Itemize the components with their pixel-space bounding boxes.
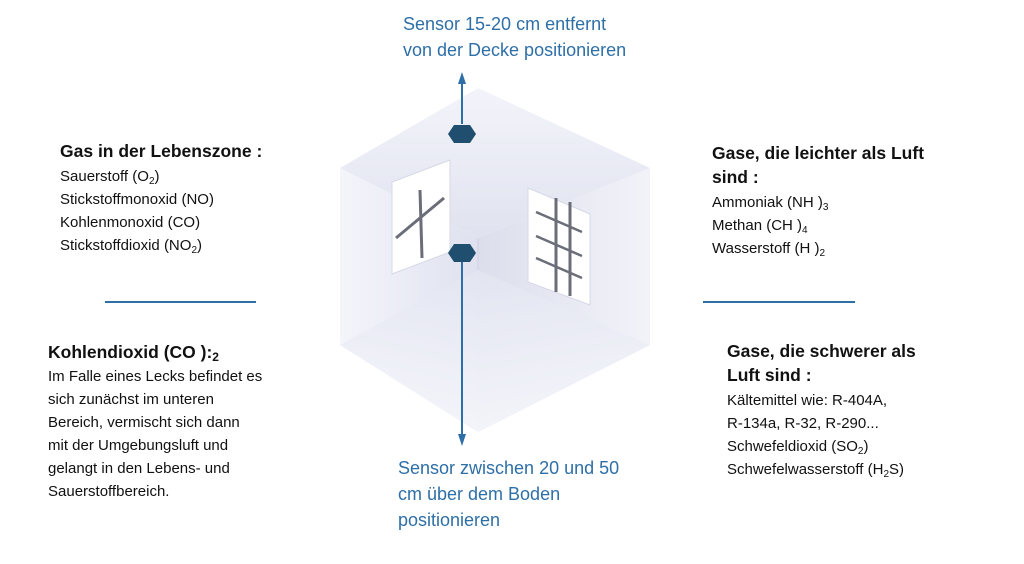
top-note-line-1: Sensor 15-20 cm entfernt xyxy=(403,14,607,34)
bottom-arrow-head xyxy=(458,434,466,446)
lighter-gases-title-1: Gase, die leichter als Luft xyxy=(712,143,925,163)
top-sensor-note: Sensor 15-20 cm entfernt von der Decke p… xyxy=(403,11,626,63)
bottom-sensor-icon xyxy=(448,244,476,262)
lighter-gas-item: Wasserstoff (H )2 xyxy=(712,240,826,259)
heavier-gases-title-2: Luft sind : xyxy=(727,365,812,385)
living-zone-item: Sauerstoff (O2) xyxy=(60,168,160,187)
heavier-gas-item: R-134a, R-32, R-290... xyxy=(727,415,879,432)
bottom-note-line-1: Sensor zwischen 20 und 50 xyxy=(398,458,620,478)
lighter-gas-item: Methan (CH )4 xyxy=(712,217,808,236)
co2-title: Kohlendioxid (CO ):2 xyxy=(48,342,219,364)
living-zone-item: Kohlenmonoxid (CO) xyxy=(60,214,201,231)
co2-text-line: mit der Umgebungsluft und xyxy=(48,437,229,454)
living-zone-item: Stickstoffdioxid (NO2) xyxy=(60,237,202,256)
top-arrow-head xyxy=(458,72,466,84)
co2-text-line: Sauerstoffbereich. xyxy=(48,483,170,500)
co2-text-line: sich zunächst im unteren xyxy=(48,391,214,408)
lighter-gases-block: Gase, die leichter als Luft sind : Ammon… xyxy=(712,141,924,260)
top-sensor-icon xyxy=(448,125,476,143)
bottom-sensor-note: Sensor zwischen 20 und 50 cm über dem Bo… xyxy=(398,455,619,533)
co2-text-line: gelangt in den Lebens- und xyxy=(48,460,230,477)
bottom-note-line-3: positionieren xyxy=(398,510,501,530)
lighter-gases-title-2: sind : xyxy=(712,167,759,187)
top-note-line-2: von der Decke positionieren xyxy=(403,40,627,60)
co2-block: Kohlendioxid (CO ):2 Im Falle eines Leck… xyxy=(48,340,262,503)
lighter-gas-item: Ammoniak (NH )3 xyxy=(712,194,829,213)
co2-text-line: Bereich, vermischt sich dann xyxy=(48,414,240,431)
room-floor xyxy=(340,270,650,432)
heavier-gases-block: Gase, die schwerer als Luft sind : Kälte… xyxy=(727,339,916,481)
heavier-gas-item: Schwefelwasserstoff (H2S) xyxy=(727,461,905,480)
living-zone-item: Stickstoffmonoxid (NO) xyxy=(60,191,214,208)
heavier-gas-item: Schwefeldioxid (SO2) xyxy=(727,438,869,457)
heavier-gases-title-1: Gase, die schwerer als xyxy=(727,341,916,361)
bottom-note-line-2: cm über dem Boden xyxy=(398,484,561,504)
heavier-gas-item: Kältemittel wie: R-404A, xyxy=(727,392,888,409)
co2-text-line: Im Falle eines Lecks befindet es xyxy=(48,368,263,385)
living-zone-title: Gas in der Lebenszone : xyxy=(60,141,263,161)
right-divider xyxy=(703,301,855,303)
living-zone-block: Gas in der Lebenszone : Sauerstoff (O2) … xyxy=(60,139,262,257)
left-divider xyxy=(105,301,256,303)
